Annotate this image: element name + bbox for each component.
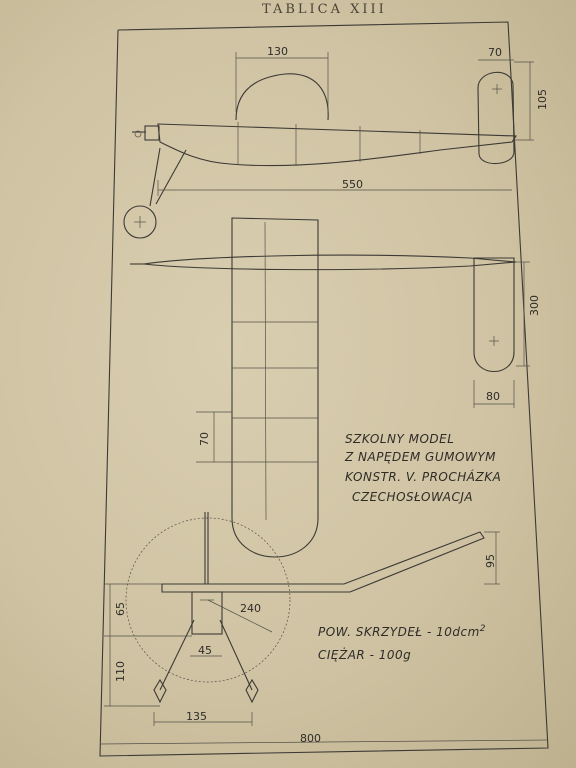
- desc-line-3: KONSTR. V. PROCHÁZKA: [345, 470, 502, 484]
- plate-header: TABLICA XIII: [262, 2, 387, 17]
- drawing-frame: [99, 21, 549, 757]
- desc-line-2: Z NAPĘDEM GUMOWYM: [345, 450, 496, 464]
- top-view: 300 80 70: [130, 217, 541, 558]
- desc-line-4: CZECHOSŁOWACJA: [352, 490, 474, 504]
- dim-gear-track: 135: [186, 710, 207, 723]
- side-fuselage: [157, 123, 518, 167]
- front-view: 95 240 65 110 45 135 800: [99, 512, 549, 745]
- side-wing: [235, 73, 329, 121]
- top-stabilizer: [473, 257, 515, 373]
- dim-wing-chord: 130: [267, 45, 288, 58]
- dim-prop-radius: 240: [240, 602, 261, 615]
- desc-line-1: SZKOLNY MODEL: [345, 432, 455, 446]
- dim-wingspan: 800: [300, 732, 321, 745]
- spec-weight: CIĘŻAR - 100g: [318, 648, 412, 662]
- dim-height-65: 65: [114, 602, 127, 616]
- spec-area-exponent: 2: [479, 624, 487, 634]
- dim-dihedral: 95: [484, 554, 497, 568]
- dim-fin-height: 105: [536, 89, 549, 110]
- dim-tail-chord: 70: [488, 46, 502, 59]
- side-fin: [477, 71, 515, 165]
- spec-area-label: POW. SKRZYDEŁ - 10dcm: [318, 625, 480, 639]
- spec-area: POW. SKRZYDEŁ - 10dcm2: [318, 624, 486, 639]
- dim-height-110: 110: [114, 661, 127, 682]
- side-wheel: [123, 205, 157, 239]
- dim-gear-45: 45: [198, 644, 212, 657]
- side-view: 130 70 105 550: [123, 45, 549, 239]
- dim-wing-panel: 70: [198, 432, 211, 446]
- dim-stab-chord: 80: [486, 390, 500, 403]
- top-fuselage: [143, 254, 517, 271]
- dim-stab-span: 300: [528, 295, 541, 316]
- top-wing: [231, 217, 319, 558]
- dim-fuselage-length: 550: [342, 178, 363, 191]
- front-wing: [161, 531, 485, 593]
